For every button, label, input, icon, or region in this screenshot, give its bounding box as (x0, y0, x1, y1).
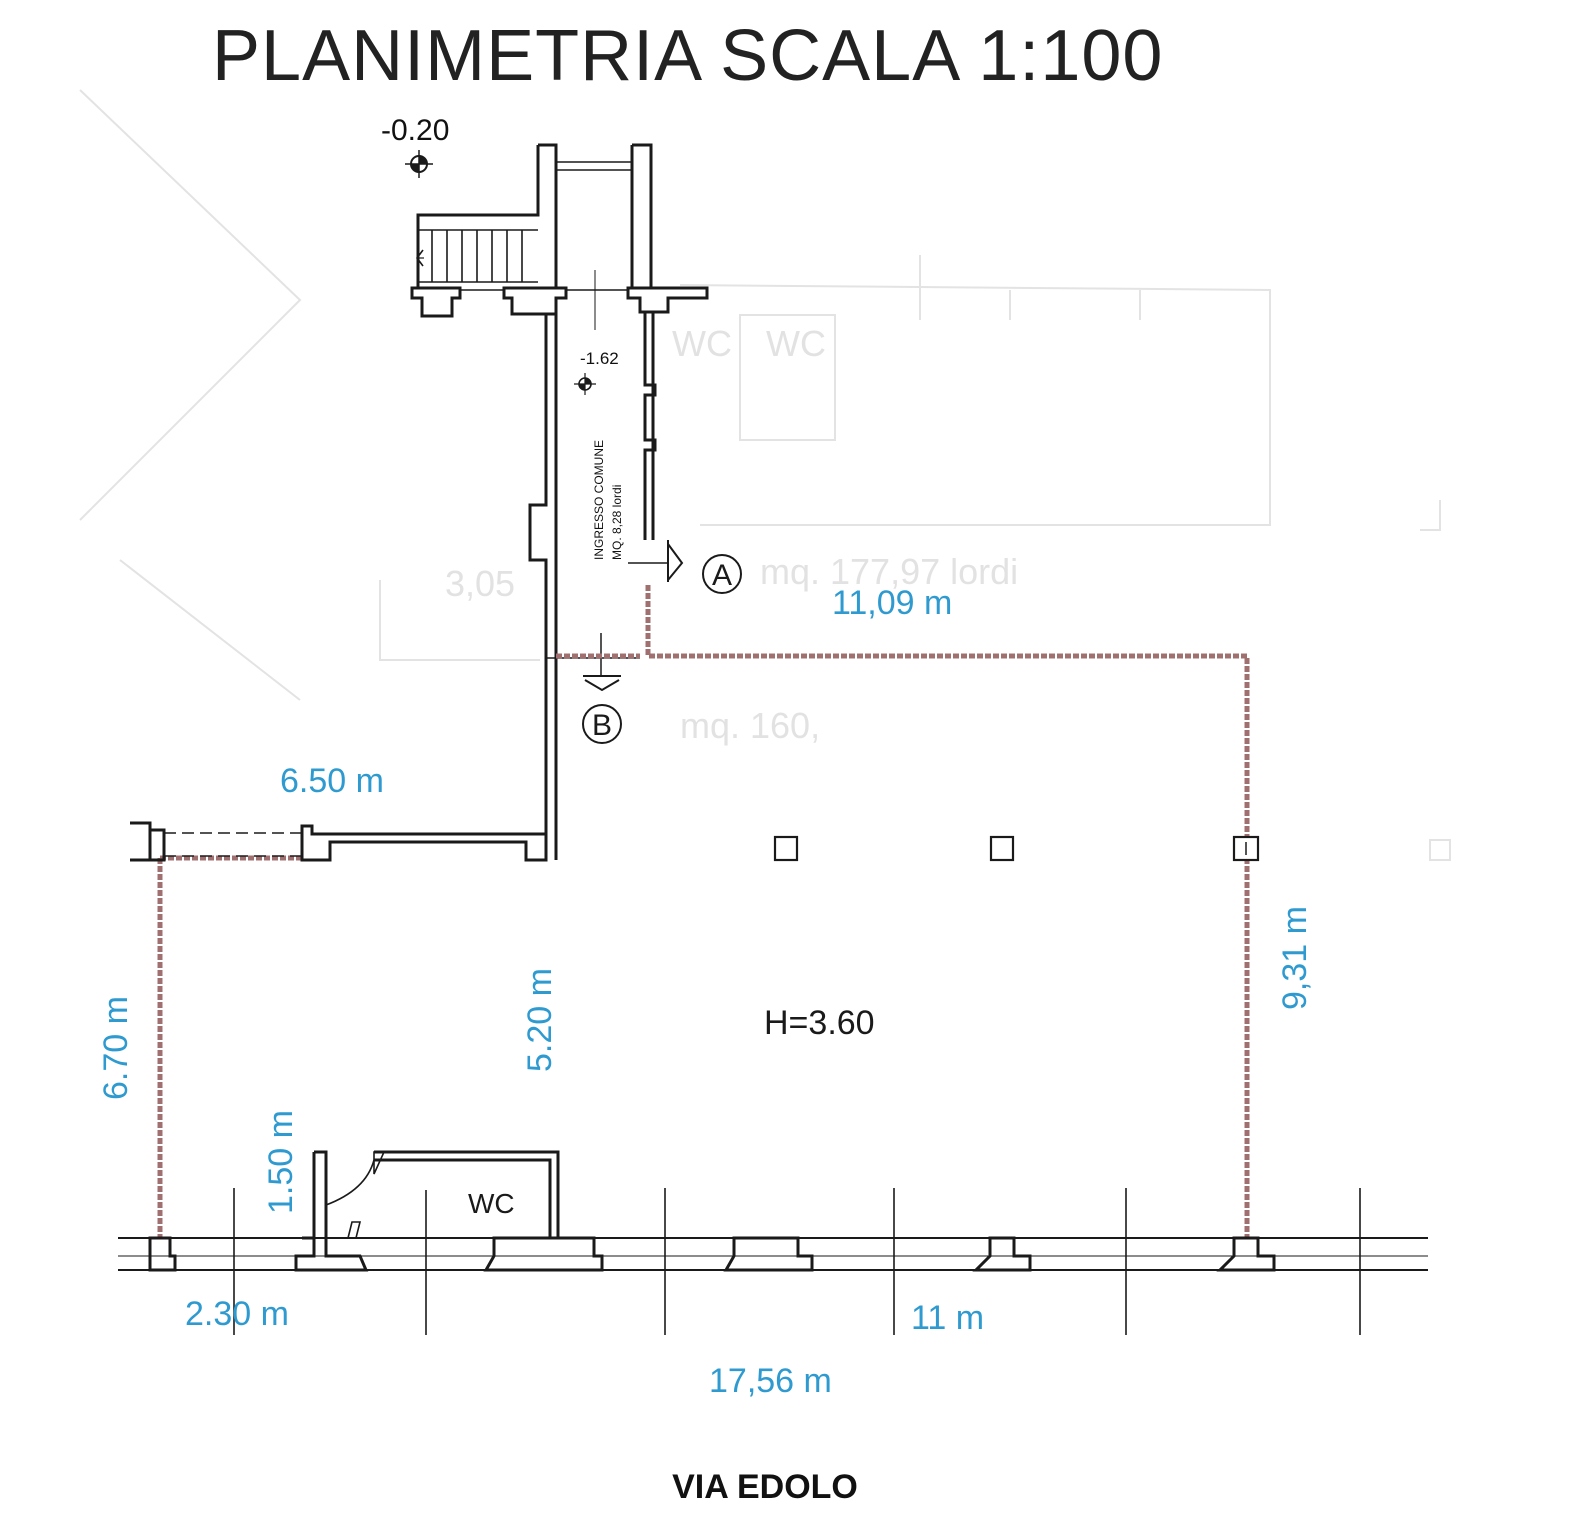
dimension-bottom-left: 2.30 m (185, 1295, 289, 1333)
faded-wc-label: WC (672, 323, 732, 364)
entrance-note: INGRESSO COMUNE MQ. 8,28 lordi (592, 440, 624, 560)
dimension-bottom-mid: 11 m (911, 1299, 984, 1337)
level-label-street: -0.20 (381, 114, 449, 147)
shop-perimeter (157, 585, 1250, 1238)
level-marker-street (405, 150, 433, 178)
dimension-grid (233, 1188, 1361, 1335)
level-label-entrance: -1.62 (580, 349, 619, 368)
wc-label: WC (468, 1188, 515, 1219)
section-marker-b-label: B (592, 709, 612, 742)
faded-area-label: mq. 177,97 lordi (760, 551, 1018, 592)
dimension-inner-height: 5.20 m (521, 968, 559, 1072)
dimension-top-width: 11,09 m (832, 584, 952, 622)
level-marker-entrance (574, 373, 596, 395)
entrance-note-line-1: INGRESSO COMUNE (592, 440, 606, 560)
upper-left-wall (130, 821, 548, 862)
faded-area-label: mq. 160, (680, 705, 820, 746)
faded-background-layer: WC WC mq. 177,97 lordi mq. 160, 3,05 (79, 89, 1451, 861)
dimension-total-width: 17,56 m (709, 1362, 832, 1400)
section-marker-b: B (582, 633, 622, 744)
entrance-note-line-2: MQ. 8,28 lordi (610, 485, 624, 560)
dimension-wc-depth: 1.50 m (262, 1110, 300, 1214)
ceiling-height-label: H=3.60 (764, 1004, 875, 1042)
column (773, 835, 799, 862)
corridor-top-wall (410, 270, 709, 330)
column (989, 835, 1015, 862)
plan-title: PLANIMETRIA SCALA 1:100 (212, 16, 1163, 96)
faded-wc-label: WC (766, 323, 826, 364)
section-marker-a-label: A (712, 559, 732, 592)
entrance-corridor (528, 312, 657, 860)
dimension-right-height: 9,31 m (1276, 906, 1314, 1010)
wc-room (312, 1150, 560, 1239)
dimension-left-height: 6.70 m (97, 996, 135, 1100)
street-facade (118, 1236, 1428, 1272)
faded-dimension-label: 3,05 (445, 563, 515, 604)
staircase (416, 143, 653, 288)
dimension-upper-left-width: 6.50 m (280, 762, 384, 800)
street-name: VIA EDOLO (672, 1468, 858, 1506)
section-marker-a: A (628, 540, 742, 594)
